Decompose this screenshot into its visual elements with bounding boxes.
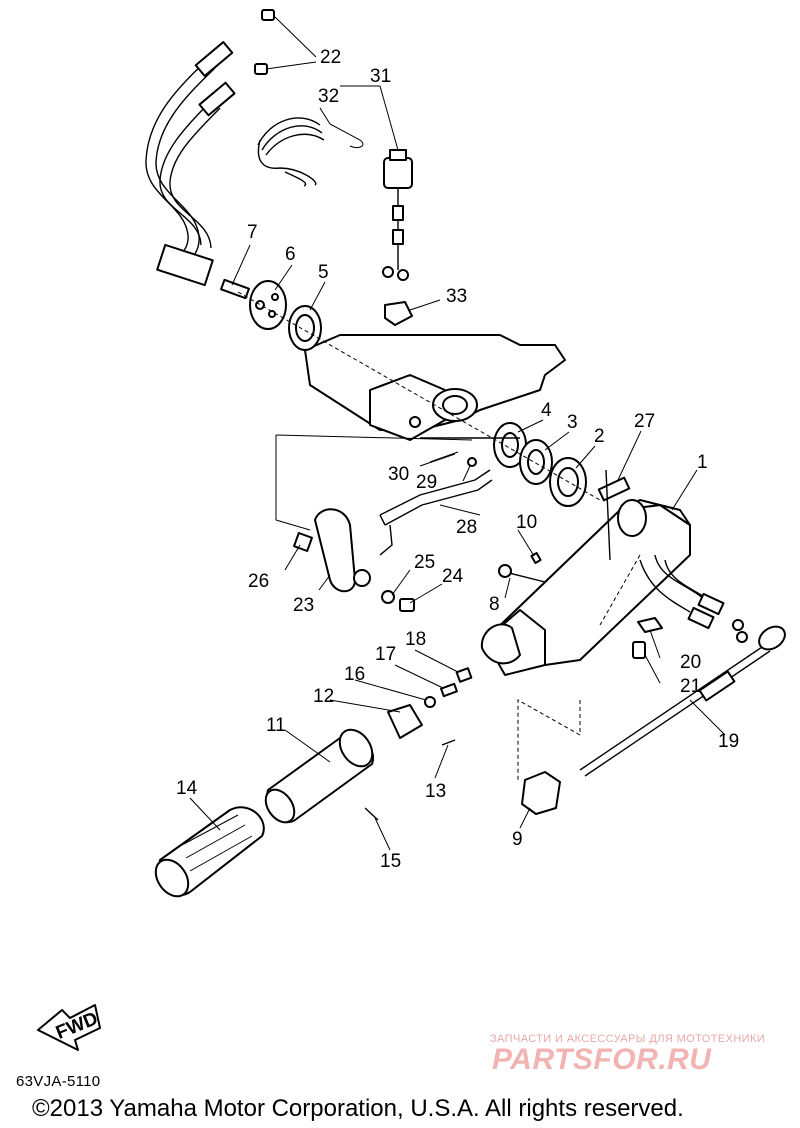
callout-3: 3	[567, 412, 578, 433]
callout-6: 6	[285, 244, 296, 265]
callout-24: 24	[442, 566, 464, 587]
callout-7: 7	[247, 222, 258, 243]
fwd-arrow: FWD	[37, 1004, 101, 1051]
diagram-code: 63VJA-5110	[16, 1073, 101, 1090]
callout-16: 16	[344, 664, 365, 685]
shaft-washers	[220, 278, 601, 507]
cable-clamp	[632, 617, 663, 659]
callout-31: 31	[370, 66, 391, 87]
callout-25: 25	[414, 552, 435, 573]
callout-1: 1	[697, 452, 708, 473]
callout-32: 32	[318, 86, 339, 107]
callout-15: 15	[380, 851, 401, 872]
callout-10: 10	[516, 512, 537, 533]
fasteners	[381, 437, 520, 612]
callout-23: 23	[293, 595, 314, 616]
leader-lines	[189, 16, 726, 851]
callout-20: 20	[680, 652, 701, 673]
copyright-notice: ©2013 Yamaha Motor Corporation, U.S.A. A…	[32, 1095, 684, 1122]
callout-11: 11	[266, 715, 286, 736]
callout-26: 26	[248, 571, 269, 592]
shift-lever	[293, 469, 493, 593]
callout-8: 8	[489, 594, 500, 615]
stop-switch-clip	[384, 301, 413, 326]
throttle-cables-right	[639, 554, 748, 643]
callout-17: 17	[375, 644, 396, 665]
callout-33: 33	[446, 286, 467, 307]
throttle-rod	[579, 625, 786, 777]
throttle-grip-assembly	[154, 667, 473, 898]
pivot-bolt	[498, 552, 546, 583]
callout-29: 29	[416, 472, 437, 493]
callout-21: 21	[680, 676, 701, 697]
stop-switch-assembly	[257, 117, 413, 281]
callout-22: 22	[320, 47, 341, 68]
callout-14: 14	[176, 778, 198, 799]
callout-4: 4	[541, 400, 552, 421]
callout-28: 28	[456, 517, 477, 538]
bracket-housing	[304, 334, 566, 441]
callout-2: 2	[594, 426, 605, 447]
callout-30: 30	[388, 464, 409, 485]
remote-control-cables	[145, 41, 236, 287]
watermark-brand: PARTSFOR.RU	[492, 1043, 712, 1076]
cable-end-caps	[254, 9, 275, 75]
callout-12: 12	[313, 686, 334, 707]
callout-9: 9	[512, 829, 523, 850]
shaft-guide	[517, 699, 581, 815]
tiller-handle-body	[480, 469, 691, 676]
callout-13: 13	[425, 781, 446, 802]
callout-27: 27	[634, 411, 655, 432]
watermark-tagline: ЗАПЧАСТИ И АКСЕССУАРЫ ДЛЯ МОТОТЕХНИКИ	[490, 1033, 766, 1045]
callout-labels: 22 31 32 7 6 5 33 4 3 2 27 1 30 29 28 10…	[176, 47, 739, 872]
callout-5: 5	[318, 262, 329, 283]
callout-19: 19	[718, 731, 739, 752]
callout-18: 18	[405, 629, 426, 650]
